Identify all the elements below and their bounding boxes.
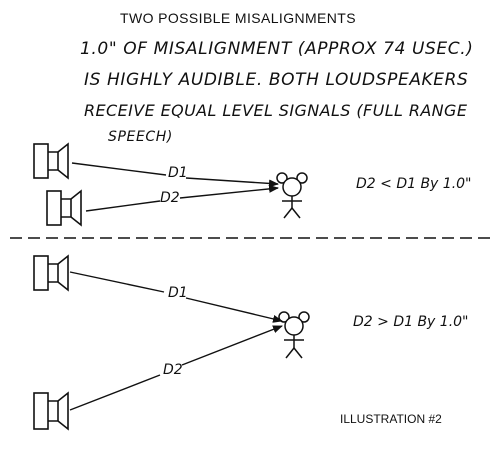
d2-path-line [85,200,161,212]
relation-label-bottom: D2 > D1 By 1.0" [353,314,469,330]
d1-path-line [69,271,165,293]
note-line-3: RECEIVE EQUAL LEVEL SIGNALS (FULL RANGE [84,101,468,120]
d2-label-bottom: D2 [163,362,183,378]
illustration-caption: ILLUSTRATION #2 [340,412,442,426]
d1-path-line [71,162,167,176]
note-line-2: IS HIGHLY AUDIBLE. BOTH LOUDSPEAKERS [84,70,469,90]
d1-label-top: D1 [168,165,188,181]
d2-label-top: D2 [160,190,180,206]
listener-figure-icon [276,172,308,219]
speaker-icon [46,189,82,227]
d1-path-line [185,297,283,323]
note-line-4: SPEECH) [108,129,173,145]
note-line-1: 1.0" OF MISALIGNMENT (APPROX 74 USEC.) [80,39,474,59]
d2-path-line [181,325,283,366]
d2-path-line [179,184,279,199]
diagram-title: TWO POSSIBLE MISALIGNMENTS [120,10,356,26]
listener-figure-icon [278,311,310,359]
speaker-icon [33,254,69,292]
d2-path-line [69,374,161,411]
speaker-icon [33,142,69,180]
speaker-icon [33,391,69,431]
relation-label-top: D2 < D1 By 1.0" [356,176,472,192]
d1-label-bottom: D1 [168,285,188,301]
d1-path-line [185,177,279,188]
